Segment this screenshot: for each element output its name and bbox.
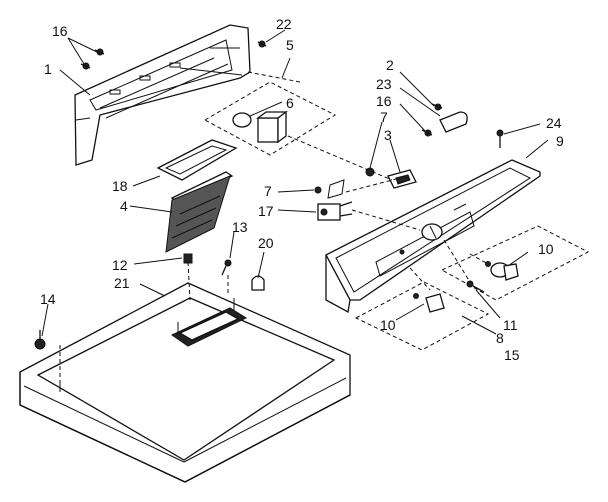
label-20: 20: [258, 235, 274, 251]
switch-17: [314, 179, 353, 221]
label-16: 16: [52, 23, 68, 39]
label-17: 17: [258, 203, 274, 219]
screw-14: [34, 330, 46, 350]
leader-lines: [41, 29, 549, 337]
label-6: 6: [286, 95, 294, 111]
label-18: 18: [112, 178, 128, 194]
part-labels: 16 1 22 5 6 2 23 16 7 3 24 9 18 4 7 17 1…: [40, 16, 564, 363]
label-10-left: 10: [380, 317, 396, 333]
label-16-b: 16: [376, 93, 392, 109]
control-housing-bracket: [74, 24, 251, 166]
label-11: 11: [503, 317, 518, 333]
label-12: 12: [112, 257, 128, 273]
part-6-group: [203, 81, 337, 156]
screw-23: [431, 103, 443, 111]
part-2-cylinder: [439, 111, 468, 133]
label-4: 4: [120, 198, 128, 214]
label-7-b: 7: [264, 183, 272, 199]
label-3: 3: [384, 127, 392, 143]
lint-filter: [165, 171, 234, 253]
lint-filter-housing: [170, 298, 248, 347]
label-8: 8: [496, 330, 504, 346]
top-panel: [19, 282, 351, 483]
label-7: 7: [380, 109, 388, 125]
screw-16-c: [421, 129, 433, 137]
label-15: 15: [504, 347, 520, 363]
label-9: 9: [556, 133, 564, 149]
knob-group-right: [440, 225, 590, 301]
lint-screen-cover: [156, 139, 238, 181]
control-panel: [325, 159, 541, 314]
screw-11: [466, 280, 485, 293]
label-21: 21: [114, 275, 130, 291]
clip-12: [183, 253, 193, 264]
screw-16-a: [94, 48, 105, 56]
alignment-lines: [187, 71, 489, 301]
screw-13: [221, 259, 232, 276]
knob-group-left: [354, 281, 490, 351]
label-23: 23: [376, 76, 392, 92]
label-24: 24: [546, 115, 562, 131]
screw-16-b: [80, 62, 91, 70]
label-14: 14: [40, 291, 56, 307]
label-1: 1: [44, 61, 52, 77]
screw-24: [496, 129, 504, 148]
label-5: 5: [286, 37, 294, 53]
label-22: 22: [276, 16, 292, 32]
label-2: 2: [386, 57, 394, 73]
label-10-right: 10: [538, 241, 554, 257]
screw-22: [257, 40, 267, 48]
label-13: 13: [232, 219, 248, 235]
bracket-3: [387, 169, 417, 189]
bumper-20: [251, 275, 265, 291]
